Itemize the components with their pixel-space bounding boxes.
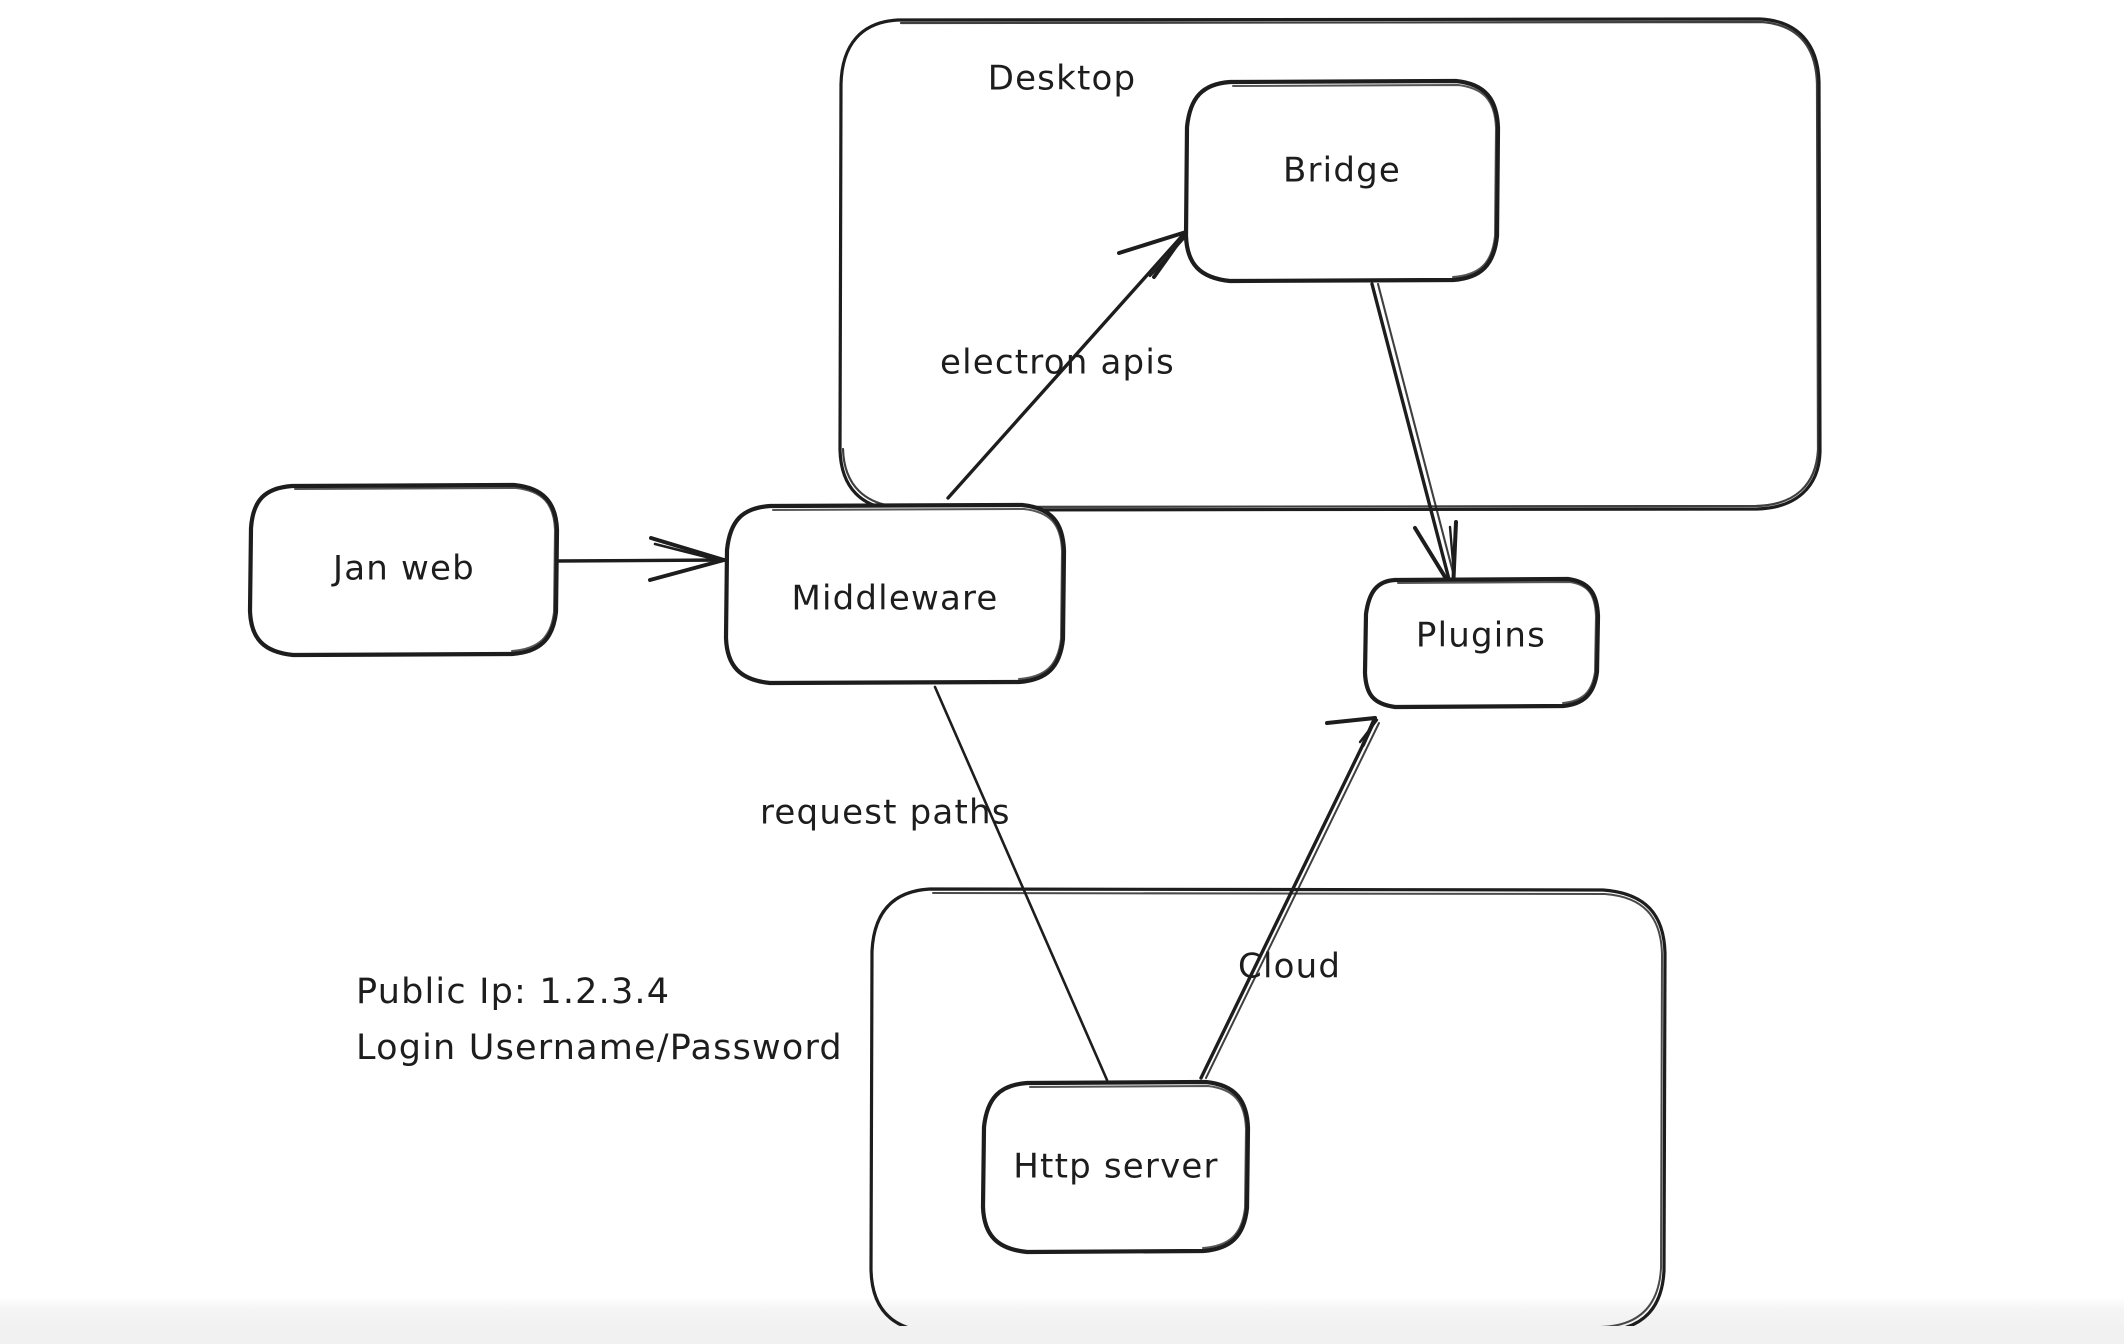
bottom-edge-strip [0, 1326, 2124, 1344]
edge-label-cloud: Cloud [1238, 947, 1341, 987]
edge-label-electron-apis: electron apis [940, 343, 1175, 383]
node-plugins[interactable]: Plugins [1362, 576, 1601, 710]
edge-httpserver-plugins[interactable]: Cloud [1199, 716, 1380, 1080]
note-login-credentials-text: Login Username/Password [356, 1028, 843, 1068]
node-http-server-label: Http server [1013, 1147, 1218, 1187]
container-desktop-label: Desktop [988, 59, 1137, 99]
node-middleware-label: Middleware [791, 579, 998, 619]
note-public-ip-text: Public Ip: 1.2.3.4 [356, 972, 670, 1012]
node-http-server[interactable]: Http server [980, 1079, 1251, 1255]
edge-janweb-middleware[interactable] [554, 536, 726, 582]
container-desktop[interactable]: Desktop [838, 17, 1822, 512]
note-login-credentials[interactable]: Login Username/Password [356, 1028, 843, 1068]
node-jan-web-label: Jan web [331, 549, 475, 589]
edge-bridge-plugins[interactable] [1370, 282, 1458, 592]
node-middleware[interactable]: Middleware [723, 502, 1067, 686]
node-plugins-label: Plugins [1416, 616, 1546, 656]
note-public-ip[interactable]: Public Ip: 1.2.3.4 [356, 972, 670, 1012]
edge-middleware-bridge[interactable]: electron apis [940, 230, 1189, 500]
node-bridge[interactable]: Bridge [1183, 78, 1501, 284]
edge-middleware-httpserver[interactable]: request paths [760, 685, 1109, 1082]
node-jan-web[interactable]: Jan web [247, 482, 560, 658]
node-bridge-label: Bridge [1283, 151, 1401, 191]
edge-label-request-paths: request paths [760, 793, 1011, 833]
